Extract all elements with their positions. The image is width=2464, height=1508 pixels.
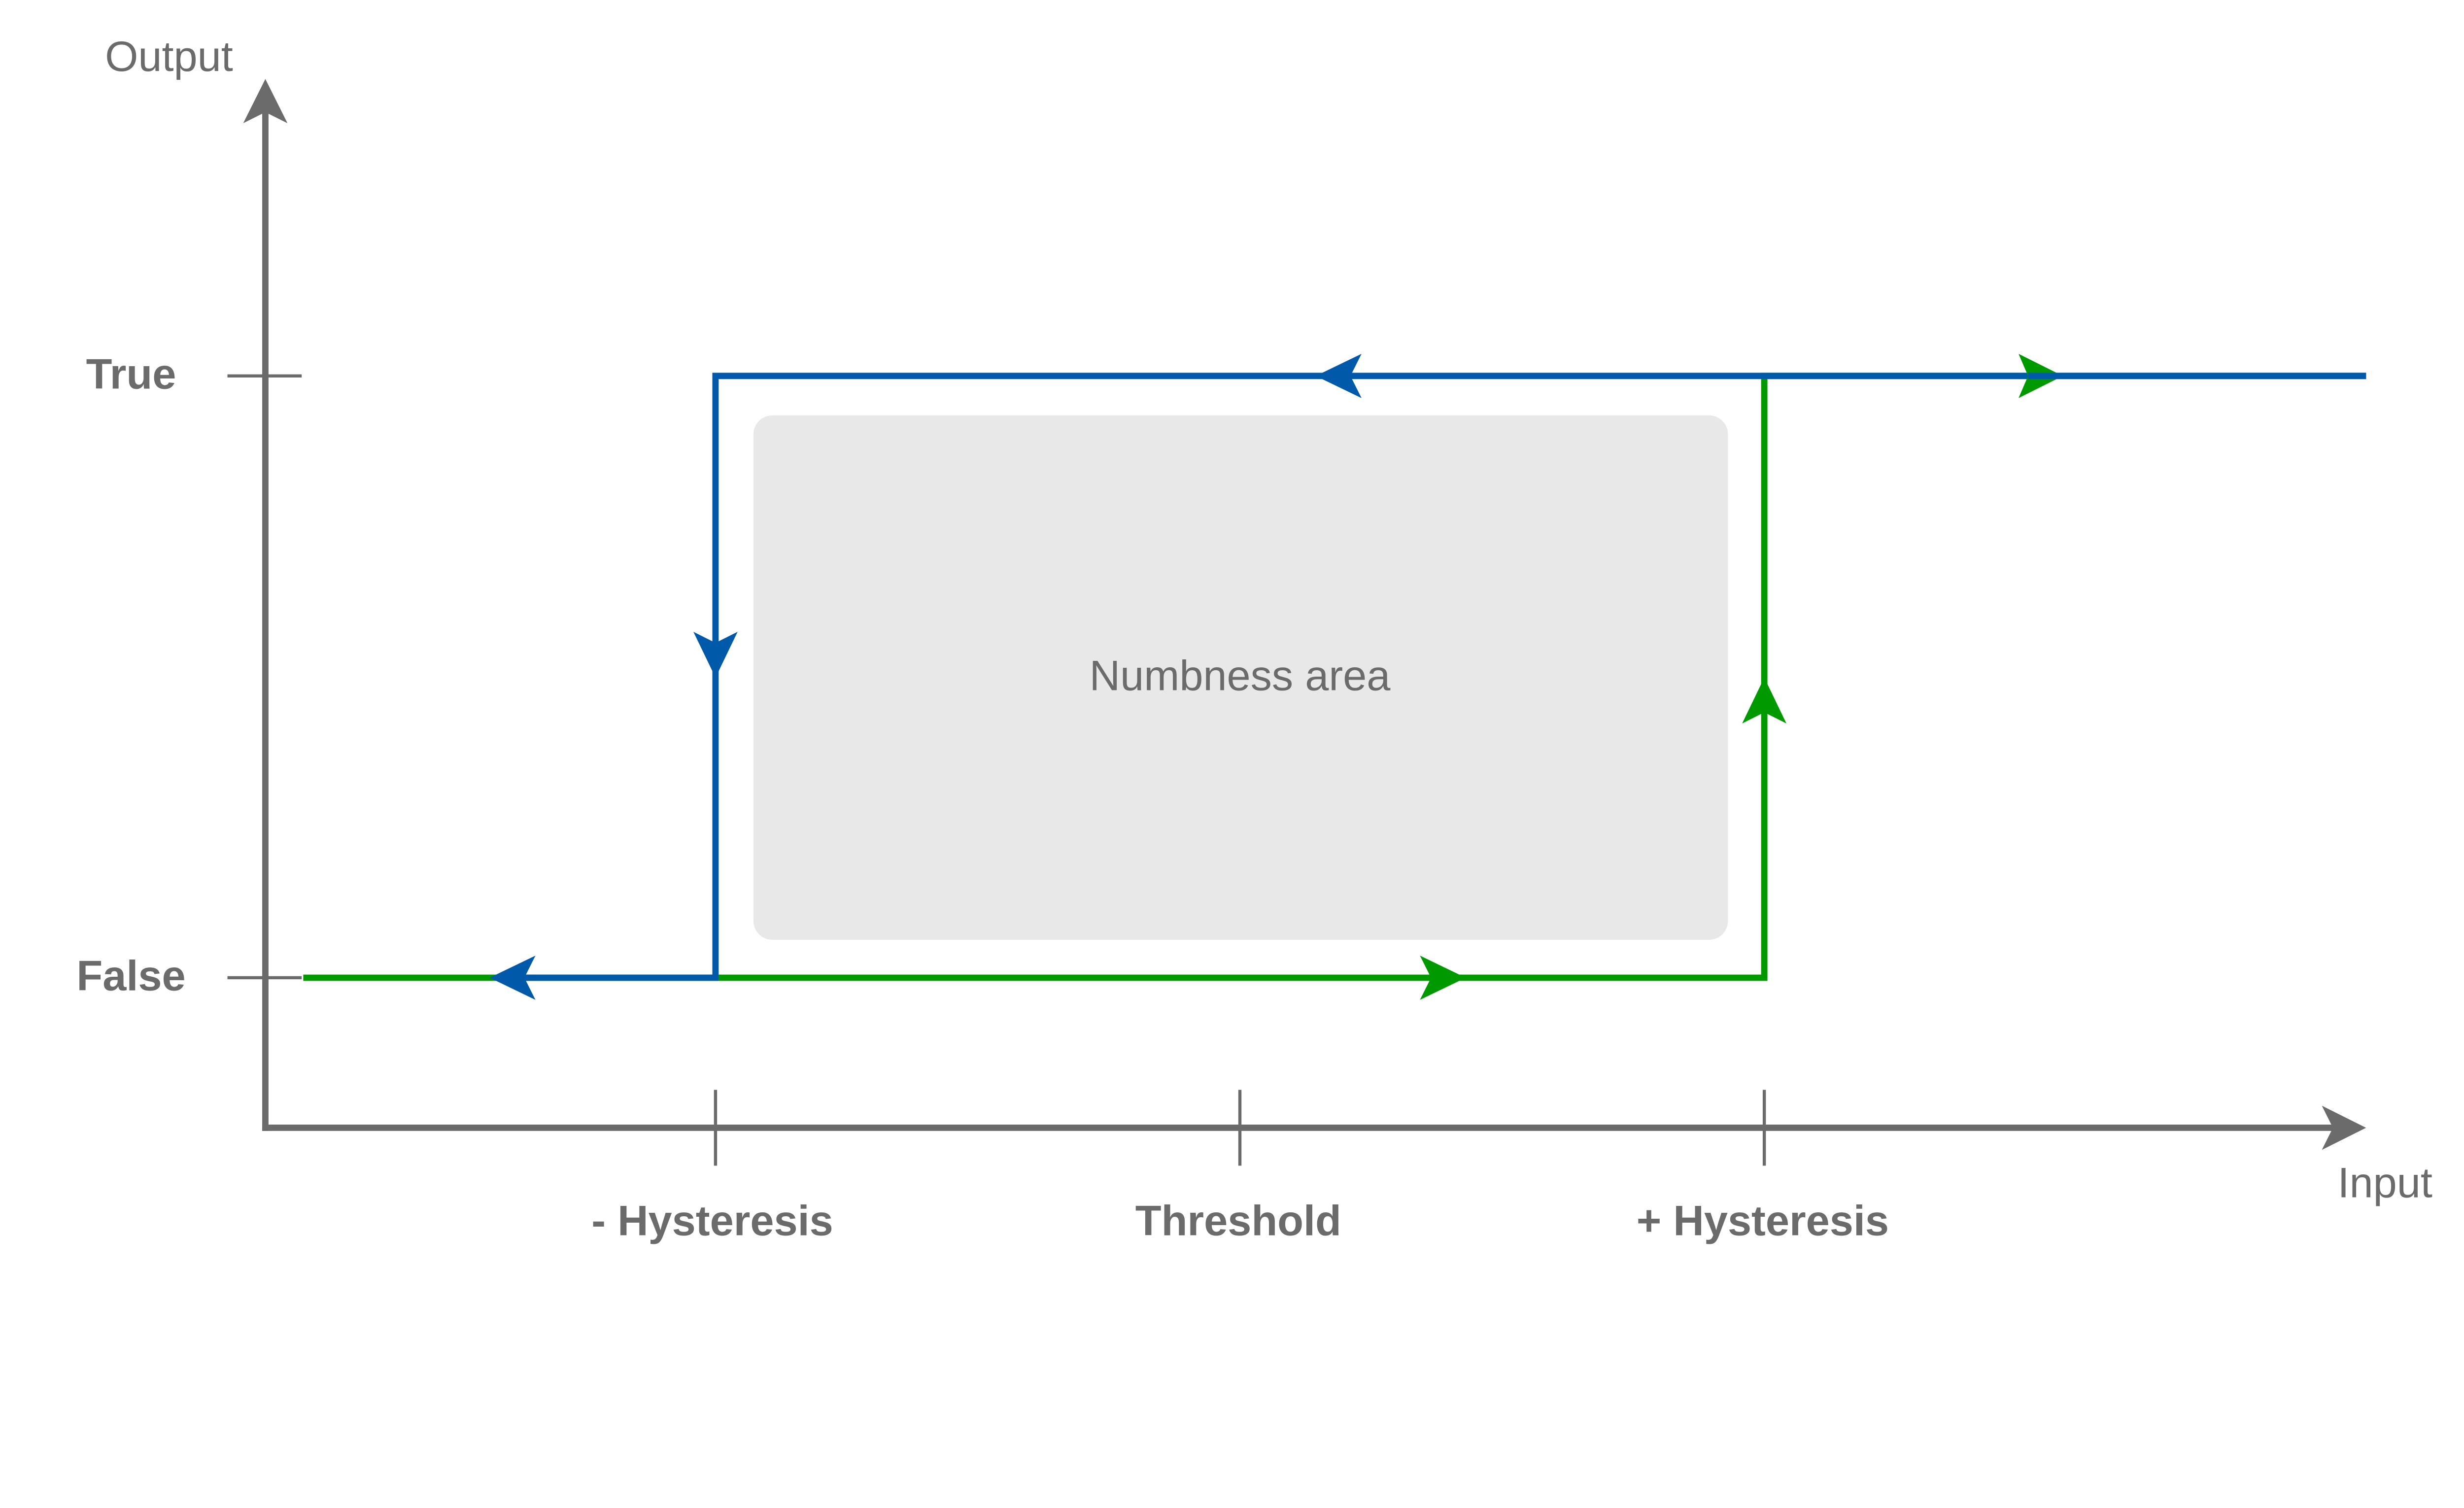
y-axis [227,79,302,1131]
y-tick-label-false: False [76,953,185,1000]
y-axis-title: Output [105,33,233,80]
falling-path [489,353,2366,1000]
numbness-area-label: Numbness area [1090,652,1391,700]
x-axis-arrowhead-icon [2322,1105,2366,1150]
x-tick-label-plus-hysteresis: + Hysteresis [1637,1197,1889,1244]
x-tick-label-threshold: Threshold [1135,1197,1341,1244]
falling-arrowhead-icon [489,956,536,1000]
x-axis [262,1090,2366,1166]
y-axis-arrowhead-icon [243,79,288,123]
rising-arrowhead-icon [1742,677,1786,723]
numbness-area [753,415,1728,940]
falling-arrowhead-icon [693,632,738,678]
x-axis-title: Input [2337,1159,2432,1206]
y-tick-label-true: True [86,350,176,398]
x-tick-label-minus-hysteresis: - Hysteresis [591,1197,833,1244]
falling-arrowhead-icon [1315,353,1362,398]
rising-arrowhead-icon [1420,956,1466,1000]
hysteresis-diagram: Numbness area Output Input True False - … [76,33,2432,1244]
